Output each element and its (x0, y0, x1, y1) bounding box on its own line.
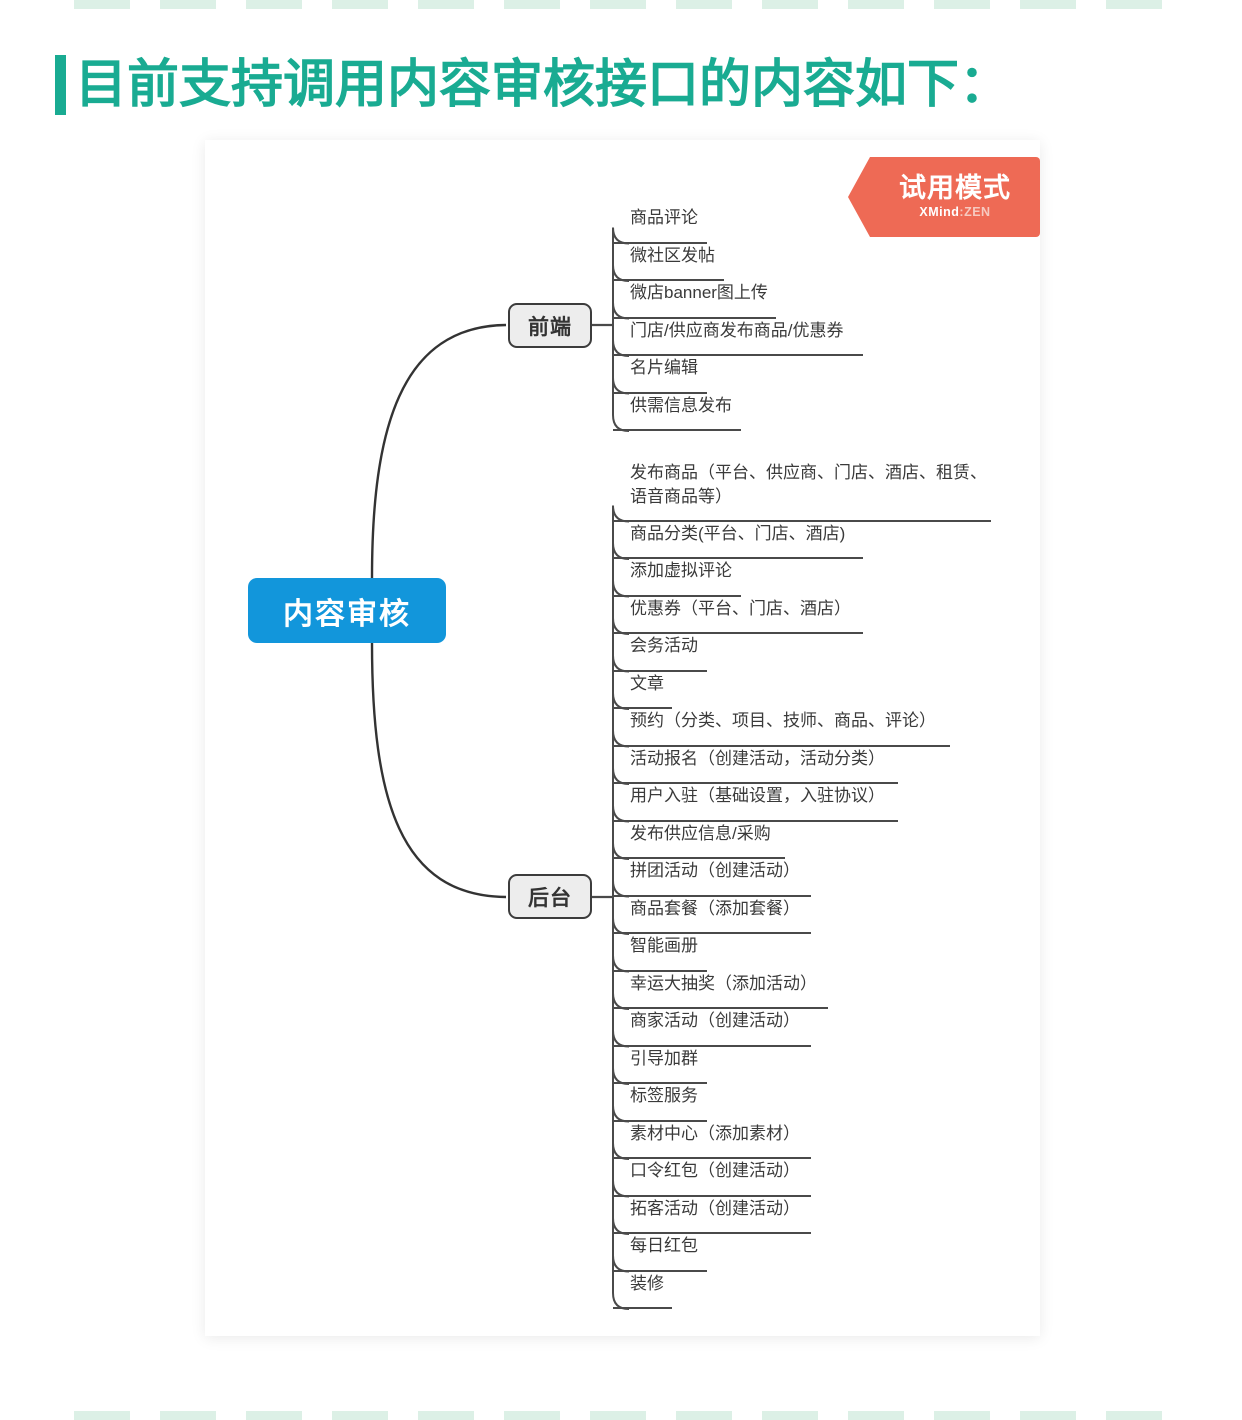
mindmap-leaf[interactable]: 引导加群 (613, 1047, 707, 1084)
mindmap-leaf[interactable]: 商品分类(平台、门店、酒店) (613, 522, 863, 559)
page-title: 目前支持调用内容审核接口的内容如下： (55, 55, 1011, 115)
mindmap-leaf[interactable]: 优惠券（平台、门店、酒店） (613, 597, 864, 634)
mindmap-leaf[interactable]: 发布商品（平台、供应商、门店、酒店、租赁、语音商品等） (613, 461, 991, 522)
mindmap-leaf[interactable]: 会务活动 (613, 634, 707, 672)
trial-brand-xmind: XMind (919, 204, 960, 219)
branch-node-frontend[interactable]: 前端 (508, 303, 592, 348)
mindmap-leaf[interactable]: 门店/供应商发布商品/优惠券 (613, 319, 863, 356)
mindmap-leaf[interactable]: 每日红包 (613, 1234, 707, 1272)
root-node-label: 内容审核 (283, 597, 411, 631)
root-node[interactable]: 内容审核 (248, 578, 446, 643)
mindmap-leaf[interactable]: 微社区发帖 (613, 244, 724, 281)
title-accent-bar (55, 55, 66, 115)
mindmap-leaf[interactable]: 活动报名（创建活动，活动分类） (613, 747, 898, 784)
mindmap-leaf[interactable]: 商家活动（创建活动） (613, 1009, 811, 1047)
trial-brand-zen: ZEN (964, 204, 991, 219)
trial-mode-badge: 试用模式 XMind:ZEN (848, 157, 1040, 237)
mindmap-leaf[interactable]: 素材中心（添加素材） (613, 1122, 811, 1159)
mindmap-leaf[interactable]: 发布供应信息/采购 (613, 822, 785, 859)
mindmap-leaf[interactable]: 标签服务 (613, 1084, 707, 1122)
trial-mode-title: 试用模式 (899, 173, 1011, 204)
decorative-dashed-rule-top (74, 0, 1184, 9)
mindmap-leaf[interactable]: 口令红包（创建活动） (613, 1159, 811, 1197)
trial-mode-brand: XMind:ZEN (919, 205, 990, 220)
mindmap-leaf[interactable]: 微店banner图上传 (613, 281, 776, 319)
page-title-text: 目前支持调用内容审核接口的内容如下： (75, 56, 1012, 114)
branch-node-backend-label: 后台 (528, 886, 572, 910)
mindmap-leaf[interactable]: 用户入驻（基础设置，入驻协议） (613, 784, 898, 822)
mindmap-leaf[interactable]: 智能画册 (613, 934, 707, 972)
branch-node-frontend-label: 前端 (528, 315, 572, 339)
mindmap-leaf[interactable]: 添加虚拟评论 (613, 559, 742, 597)
mindmap-leaf[interactable]: 供需信息发布 (613, 394, 742, 431)
mindmap-leaf[interactable]: 文章 (613, 672, 672, 709)
mindmap-leaf[interactable]: 装修 (613, 1272, 672, 1309)
mindmap-leaf[interactable]: 商品套餐（添加套餐） (613, 897, 811, 934)
decorative-dashed-rule-bottom (74, 1411, 1184, 1420)
mindmap-leaf[interactable]: 幸运大抽奖（添加活动） (613, 972, 829, 1009)
mindmap-leaf[interactable]: 名片编辑 (613, 356, 707, 394)
mindmap-card (205, 140, 1040, 1336)
mindmap-leaf[interactable]: 拼团活动（创建活动） (613, 859, 811, 897)
mindmap-leaf[interactable]: 拓客活动（创建活动） (613, 1197, 811, 1234)
trial-brand-separator: : (959, 204, 965, 219)
branch-node-backend[interactable]: 后台 (508, 874, 592, 919)
mindmap-leaf[interactable]: 商品评论 (613, 206, 707, 244)
mindmap-leaf[interactable]: 预约（分类、项目、技师、商品、评论） (613, 709, 951, 747)
